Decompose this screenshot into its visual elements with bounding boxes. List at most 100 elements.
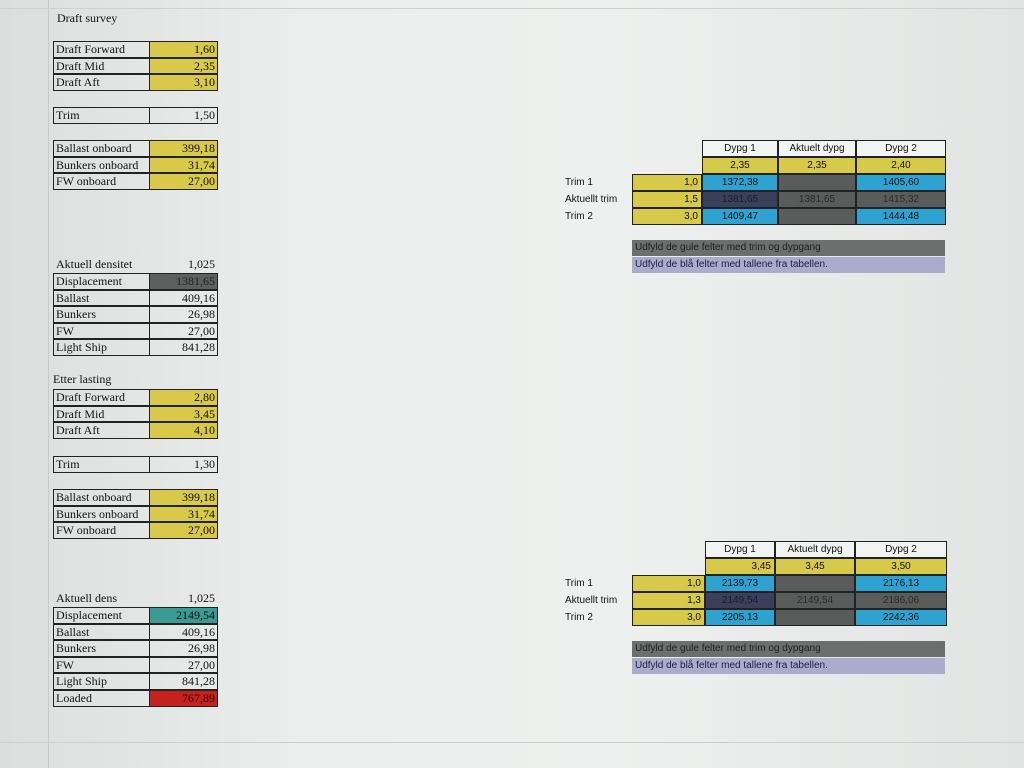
row-label[interactable]: Displacement xyxy=(53,607,149,624)
draft-input-cell[interactable]: 3,45 xyxy=(775,558,855,575)
row-label[interactable]: Trim xyxy=(53,456,149,473)
row-label[interactable]: Bunkers onboard xyxy=(53,156,149,174)
trim-input-cell[interactable]: 3,0 xyxy=(632,208,702,225)
row-value-cell[interactable]: 27,00 xyxy=(149,322,218,340)
trim-input-cell[interactable]: 1,3 xyxy=(632,592,705,609)
displacement-cell[interactable] xyxy=(778,174,856,191)
draft-input-cell[interactable]: 2,35 xyxy=(778,157,856,174)
displacement-cell[interactable]: 2139,73 xyxy=(705,575,775,592)
row-value-cell[interactable]: 2,35 xyxy=(149,57,218,75)
row-label[interactable]: Draft Aft xyxy=(53,422,149,439)
row-label[interactable]: Ballast xyxy=(53,289,149,307)
column-header[interactable]: Dypg 1 xyxy=(702,140,778,157)
row-value-cell[interactable]: 26,98 xyxy=(149,306,218,323)
column-header[interactable]: Dypg 2 xyxy=(855,541,947,558)
row-value-cell[interactable]: 1,60 xyxy=(149,41,218,58)
displacement-cell[interactable]: 2186,06 xyxy=(855,592,947,609)
column-header[interactable]: Dypg 1 xyxy=(705,541,775,558)
trim-input-cell[interactable]: 1,0 xyxy=(632,174,702,191)
row-value-cell[interactable]: 1,50 xyxy=(149,107,218,124)
row-value-cell[interactable]: 399,18 xyxy=(149,489,218,506)
row-label[interactable]: Ballast onboard xyxy=(53,489,149,506)
row-value-cell[interactable]: 3,10 xyxy=(149,74,218,91)
displacement-cell[interactable]: 1381,65 xyxy=(702,191,778,208)
trim-input-cell[interactable]: 3,0 xyxy=(632,609,705,626)
row-label[interactable]: Ballast onboard xyxy=(53,140,149,157)
row-label[interactable]: Bunkers xyxy=(53,306,149,323)
row-label[interactable]: FW xyxy=(53,322,149,340)
row-value-cell[interactable]: 31,74 xyxy=(149,156,218,174)
row-label[interactable]: Light Ship xyxy=(53,673,149,690)
row-label[interactable]: Draft Mid xyxy=(53,405,149,423)
row-label[interactable]: Bunkers xyxy=(53,640,149,657)
draft-input-cell[interactable]: 3,50 xyxy=(855,558,947,575)
row-label[interactable]: FW xyxy=(53,656,149,674)
row-label[interactable]: FW onboard xyxy=(53,173,149,190)
row-value-cell[interactable]: 409,16 xyxy=(149,289,218,307)
row-value-cell[interactable]: 1,025 xyxy=(188,257,215,271)
row-value-cell[interactable]: 841,28 xyxy=(149,339,218,356)
displacement-cell[interactable]: 2242,36 xyxy=(855,609,947,626)
row-value-cell[interactable]: 2149,54 xyxy=(149,607,218,624)
row-value-cell[interactable]: 27,00 xyxy=(149,173,218,190)
row-value-cell[interactable]: 27,00 xyxy=(149,522,218,539)
row-label[interactable]: Light Ship xyxy=(53,339,149,356)
row-label[interactable]: Loaded xyxy=(53,690,149,707)
row-value-cell[interactable]: 31,74 xyxy=(149,505,218,523)
draft-input-cell[interactable]: 3,45 xyxy=(705,558,775,575)
row-label[interactable]: FW onboard xyxy=(53,522,149,539)
row-label[interactable]: Draft Mid xyxy=(53,57,149,75)
draft-input-cell[interactable]: 2,40 xyxy=(856,157,946,174)
displacement-cell[interactable] xyxy=(775,609,855,626)
row-label[interactable]: Draft Forward xyxy=(53,41,149,58)
draft-input-cell[interactable]: 2,35 xyxy=(702,157,778,174)
displacement-cell[interactable]: 1372,38 xyxy=(702,174,778,191)
displacement-cell[interactable] xyxy=(775,575,855,592)
column-header[interactable]: Dypg 2 xyxy=(856,140,946,157)
displacement-cell[interactable] xyxy=(778,208,856,225)
row-label: Trim 2 xyxy=(565,612,593,623)
row-label[interactable]: Draft Aft xyxy=(53,74,149,91)
row-value-cell[interactable]: 4,10 xyxy=(149,422,218,439)
trim-input-cell[interactable]: 1,5 xyxy=(632,191,702,208)
row-value-cell[interactable]: 841,28 xyxy=(149,673,218,690)
displacement-cell[interactable]: 2149,54 xyxy=(775,592,855,609)
row-value-cell[interactable]: 27,00 xyxy=(149,656,218,674)
row-label[interactable]: Displacement xyxy=(53,273,149,290)
column-header[interactable]: Aktuelt dypg xyxy=(775,541,855,558)
displacement-cell[interactable]: 1444,48 xyxy=(856,208,946,225)
displacement-cell[interactable]: 2176,13 xyxy=(855,575,947,592)
displacement-cell[interactable]: 2149,54 xyxy=(705,592,775,609)
row-label[interactable]: Trim xyxy=(53,107,149,124)
row-label[interactable]: Aktuell dens xyxy=(56,591,117,605)
row-value-cell[interactable]: 2,80 xyxy=(149,389,218,406)
row-value-cell[interactable]: 3,45 xyxy=(149,405,218,423)
row-label[interactable]: Ballast xyxy=(53,623,149,641)
row-value-cell[interactable]: 399,18 xyxy=(149,140,218,157)
displacement-cell[interactable]: 1415,32 xyxy=(856,191,946,208)
row-value-cell[interactable]: 1,025 xyxy=(188,591,215,605)
row-value-cell[interactable]: 1,30 xyxy=(149,456,218,473)
row-label[interactable]: Draft Forward xyxy=(53,389,149,406)
row-value-cell[interactable]: 767,89 xyxy=(149,690,218,707)
row-label: Trim 1 xyxy=(565,578,593,589)
displacement-cell[interactable]: 1381,65 xyxy=(778,191,856,208)
trim-input-cell[interactable]: 1,0 xyxy=(632,575,705,592)
displacement-cell[interactable]: 1409,47 xyxy=(702,208,778,225)
row-value-cell[interactable]: 409,16 xyxy=(149,623,218,641)
row-value-cell[interactable]: 26,98 xyxy=(149,640,218,657)
column-header[interactable]: Aktuelt dypg xyxy=(778,140,856,157)
row-label[interactable]: Aktuell densitet xyxy=(56,257,133,271)
row-label[interactable]: Bunkers onboard xyxy=(53,505,149,523)
displacement-cell[interactable]: 1405,60 xyxy=(856,174,946,191)
displacement-cell[interactable]: 2205,13 xyxy=(705,609,775,626)
row-value-cell[interactable]: 1381,65 xyxy=(149,273,218,290)
